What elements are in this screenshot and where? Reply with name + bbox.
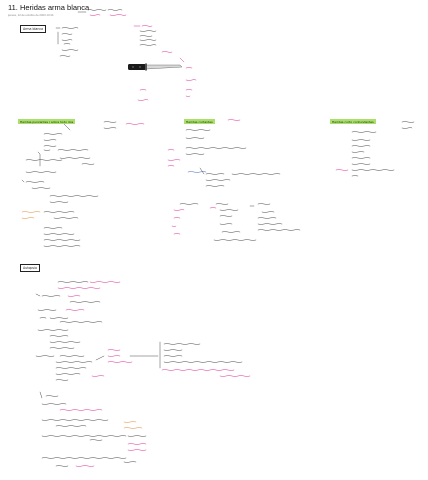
section-heridas-cortantes: Heridas cortantes: [184, 119, 215, 124]
page-title: 11. Heridas arma blanca: [8, 3, 90, 12]
section-autopsia: Autopsia: [20, 264, 40, 272]
section-heridas-punzantes: Heridas punzantes / sobre todo dos: [18, 119, 76, 124]
knife-illustration: [128, 63, 183, 71]
section-arma-blanca: Arma blanca: [20, 25, 47, 33]
section-heridas-corto-contundentes: Heridas corto contundentes: [330, 119, 376, 124]
page-date: jueves, 12 de octubre de 2023 13:44: [8, 13, 54, 17]
